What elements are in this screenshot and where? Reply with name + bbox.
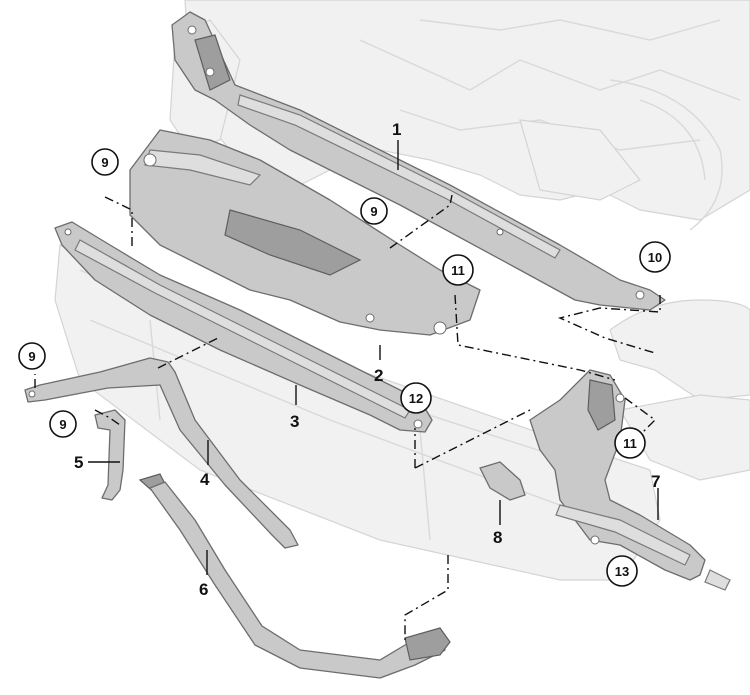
part-label-5: 5 (74, 453, 83, 472)
callout-9-left-text: 9 (28, 349, 35, 364)
part-4-strut (24, 357, 299, 549)
callout-9-top-left-text: 9 (101, 155, 108, 170)
callout-11-lower: 11 (614, 427, 646, 459)
part-5-bracket (94, 409, 126, 501)
callout-13: 13 (606, 555, 638, 587)
part-7-side-bracket (529, 369, 731, 591)
callout-10-text: 10 (648, 250, 662, 265)
part-8-small-bracket (479, 461, 526, 501)
part-3-lower-beam (54, 221, 433, 433)
callout-11-lower-text: 11 (623, 436, 637, 451)
assembly-lines (34, 194, 661, 640)
part-label-7: 7 (651, 472, 660, 491)
callout-13-text: 13 (615, 564, 629, 579)
part-label-2: 2 (374, 366, 383, 385)
part-label-3: 3 (290, 412, 299, 431)
part-label-8: 8 (493, 528, 502, 547)
leader-lines (88, 140, 659, 575)
part-6-tube (138, 473, 451, 679)
callout-11-upper-text: 11 (451, 263, 465, 278)
callout-9-left: 9 (18, 342, 46, 370)
callout-12: 12 (400, 382, 432, 414)
callout-12-text: 12 (409, 391, 423, 406)
part-2-shield-plate (129, 129, 481, 336)
callout-9-shield-text: 9 (370, 204, 377, 219)
callout-9-top-left: 9 (91, 148, 119, 176)
part-1-upper-cross-member (171, 11, 666, 311)
callout-10: 10 (639, 241, 671, 273)
part-label-6: 6 (199, 580, 208, 599)
callout-11-upper: 11 (442, 254, 474, 286)
callout-9-shield: 9 (360, 197, 388, 225)
callout-9-bracket-text: 9 (59, 417, 66, 432)
part-label-1: 1 (392, 120, 401, 139)
callout-9-bracket: 9 (49, 410, 77, 438)
part-label-4: 4 (200, 470, 210, 489)
